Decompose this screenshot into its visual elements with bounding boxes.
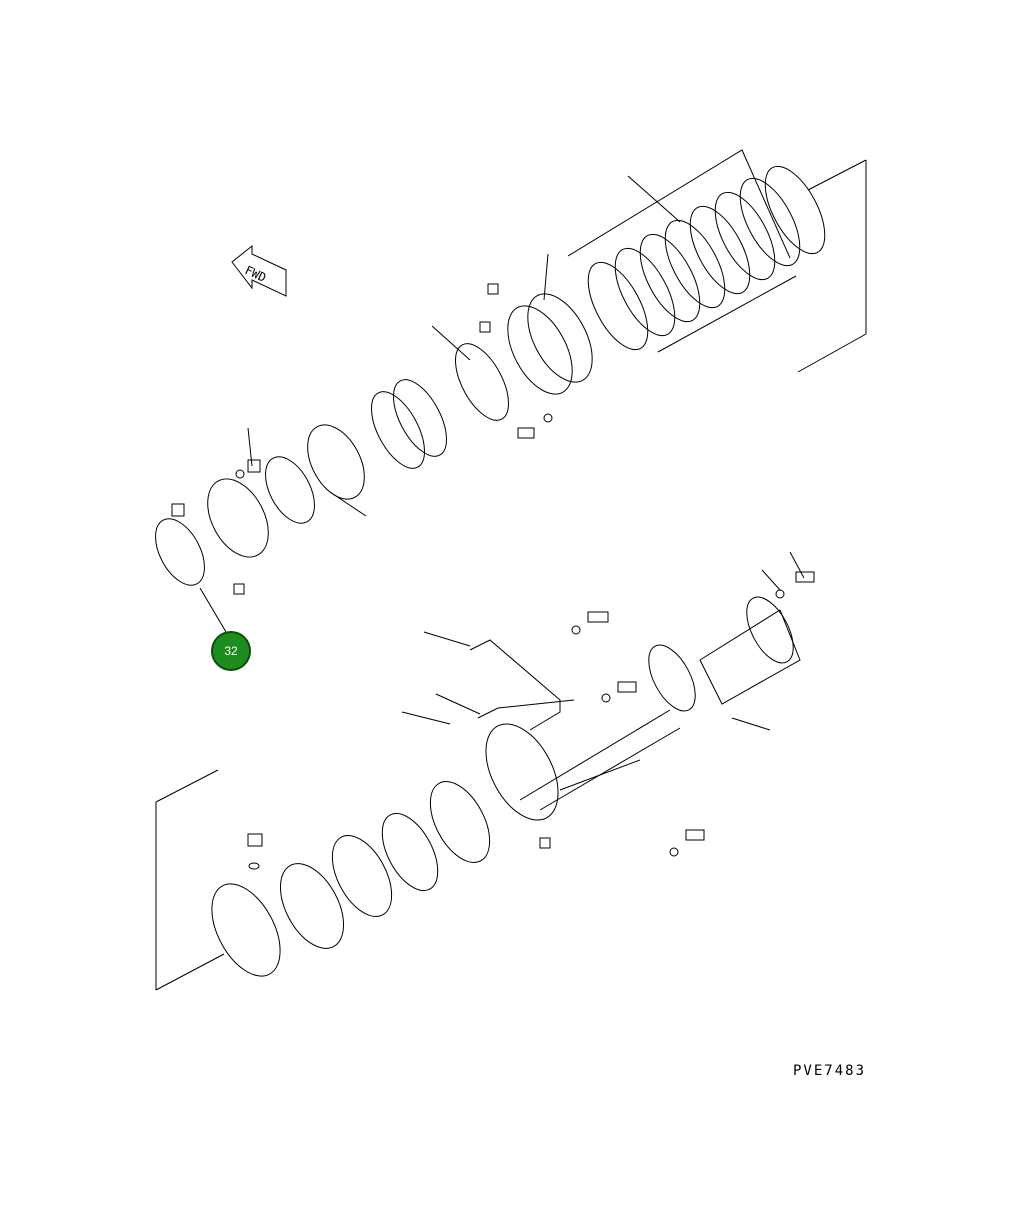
forward-arrow-icon: FWD (231, 244, 287, 297)
clutch-housing-assembly (211, 596, 801, 977)
clutch-disc-pack (567, 149, 826, 353)
frame-bracket-upper (797, 159, 867, 373)
frame-bracket-lower (155, 769, 225, 991)
piston-assembly (155, 293, 593, 586)
bolts-and-washers (171, 283, 815, 870)
drawing-code: PVE7483 (793, 1063, 867, 1079)
callout-badge-32[interactable]: 32 (211, 631, 251, 671)
hydraulic-fittings (469, 639, 681, 811)
leader-lines-lower (401, 551, 805, 731)
leader-lines-upper (199, 175, 681, 633)
